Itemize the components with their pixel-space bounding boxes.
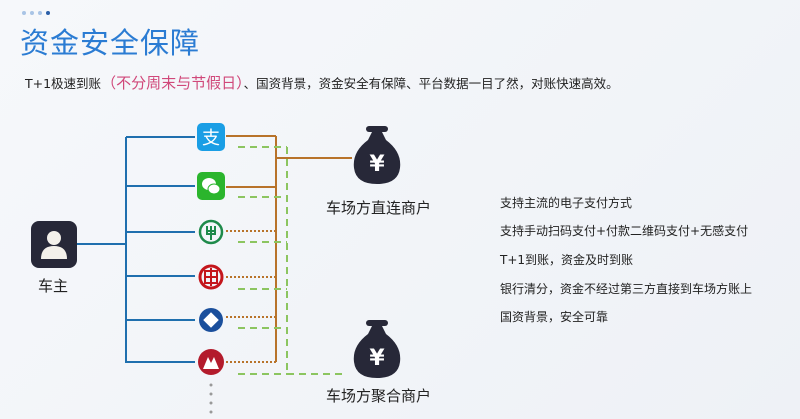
indicator-dot [30,11,34,15]
feature-item: 支持主流的电子支付方式 [500,196,633,210]
more-dots-icon [209,383,213,414]
aggregate-merchant-label: 车场方聚合商户 [326,387,432,405]
abc-bank-icon [197,218,225,246]
wechat-pay-icon [197,172,225,200]
page-title: 资金安全保障 [20,26,201,60]
page-subtitle: T+1极速到账（不分周末与节假日）、国资背景，资金安全有保障、平台数据一目了然，… [25,72,619,93]
subtitle-suffix: 、国资背景，资金安全有保障、平台数据一目了然，对账快速高效。 [243,76,619,91]
direct-merchant-money-bag-icon: ¥ [350,124,404,190]
aggregate-lines [238,146,345,375]
svg-text:¥: ¥ [369,152,385,177]
subtitle-highlight: （不分周末与节假日） [101,74,244,92]
user-lines [77,136,195,363]
feature-item: T+1到账，资金及时到账 [500,253,634,267]
subtitle-prefix: T+1极速到账 [25,76,102,91]
icbc-bank-icon [197,263,225,291]
feature-item: 国资背景，安全可靠 [500,310,609,324]
user-label: 车主 [38,277,69,295]
bank-direct-lines [226,230,276,363]
ccb-bank-icon [197,306,225,334]
feature-item: 支持手动扫码支付+付款二维码支付+无感支付 [500,224,749,238]
cmb-bank-icon [197,348,225,376]
feature-item: 银行清分，资金不经过第三方直接到车场方账上 [500,282,753,296]
svg-text:支: 支 [202,128,220,149]
alipay-icon: 支 [197,123,225,151]
direct-merchant-label: 车场方直连商户 [326,199,432,217]
indicator-dot-active [46,11,50,15]
direct-lines [226,135,352,362]
indicator-dot [38,11,42,15]
indicator-dot [22,11,26,15]
aggregate-merchant-money-bag-icon: ¥ [350,318,404,384]
svg-text:¥: ¥ [369,346,385,371]
user-icon [31,221,77,268]
